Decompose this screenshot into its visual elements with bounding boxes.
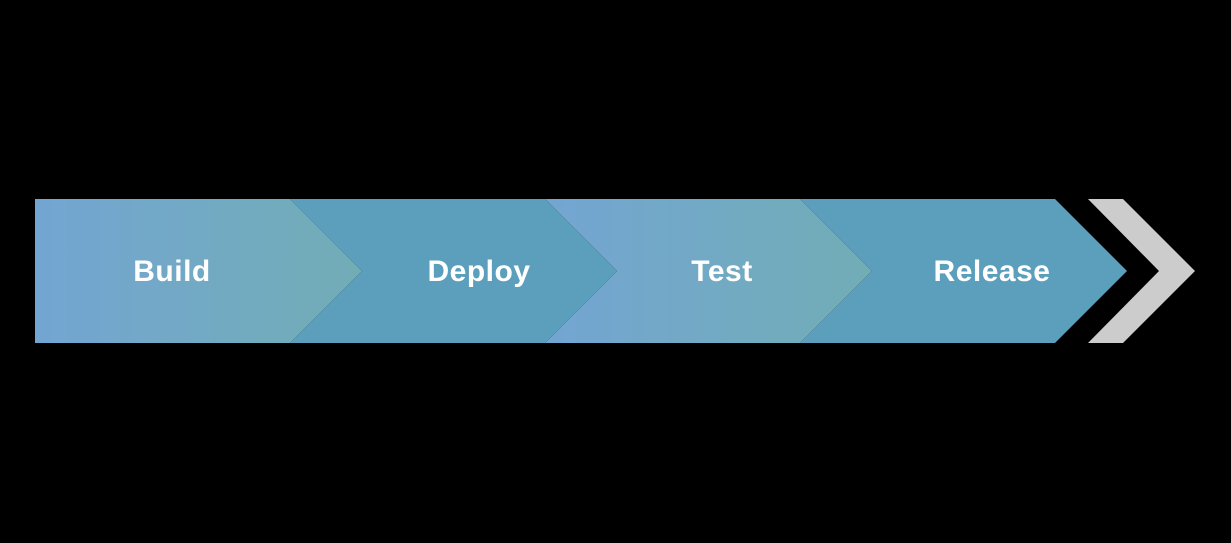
stage-deploy-label: Deploy: [427, 255, 531, 288]
end-chevron-icon: [1088, 199, 1195, 343]
stage-release-shape: [800, 199, 1127, 343]
stage-release-label: Release: [933, 255, 1051, 288]
stage-test-label: Test: [691, 255, 753, 288]
stage-build-label: Build: [133, 255, 211, 288]
stage-test-shape: [545, 199, 872, 343]
stage-build-shape: [35, 199, 362, 343]
stage-deploy-shape: [290, 199, 617, 343]
